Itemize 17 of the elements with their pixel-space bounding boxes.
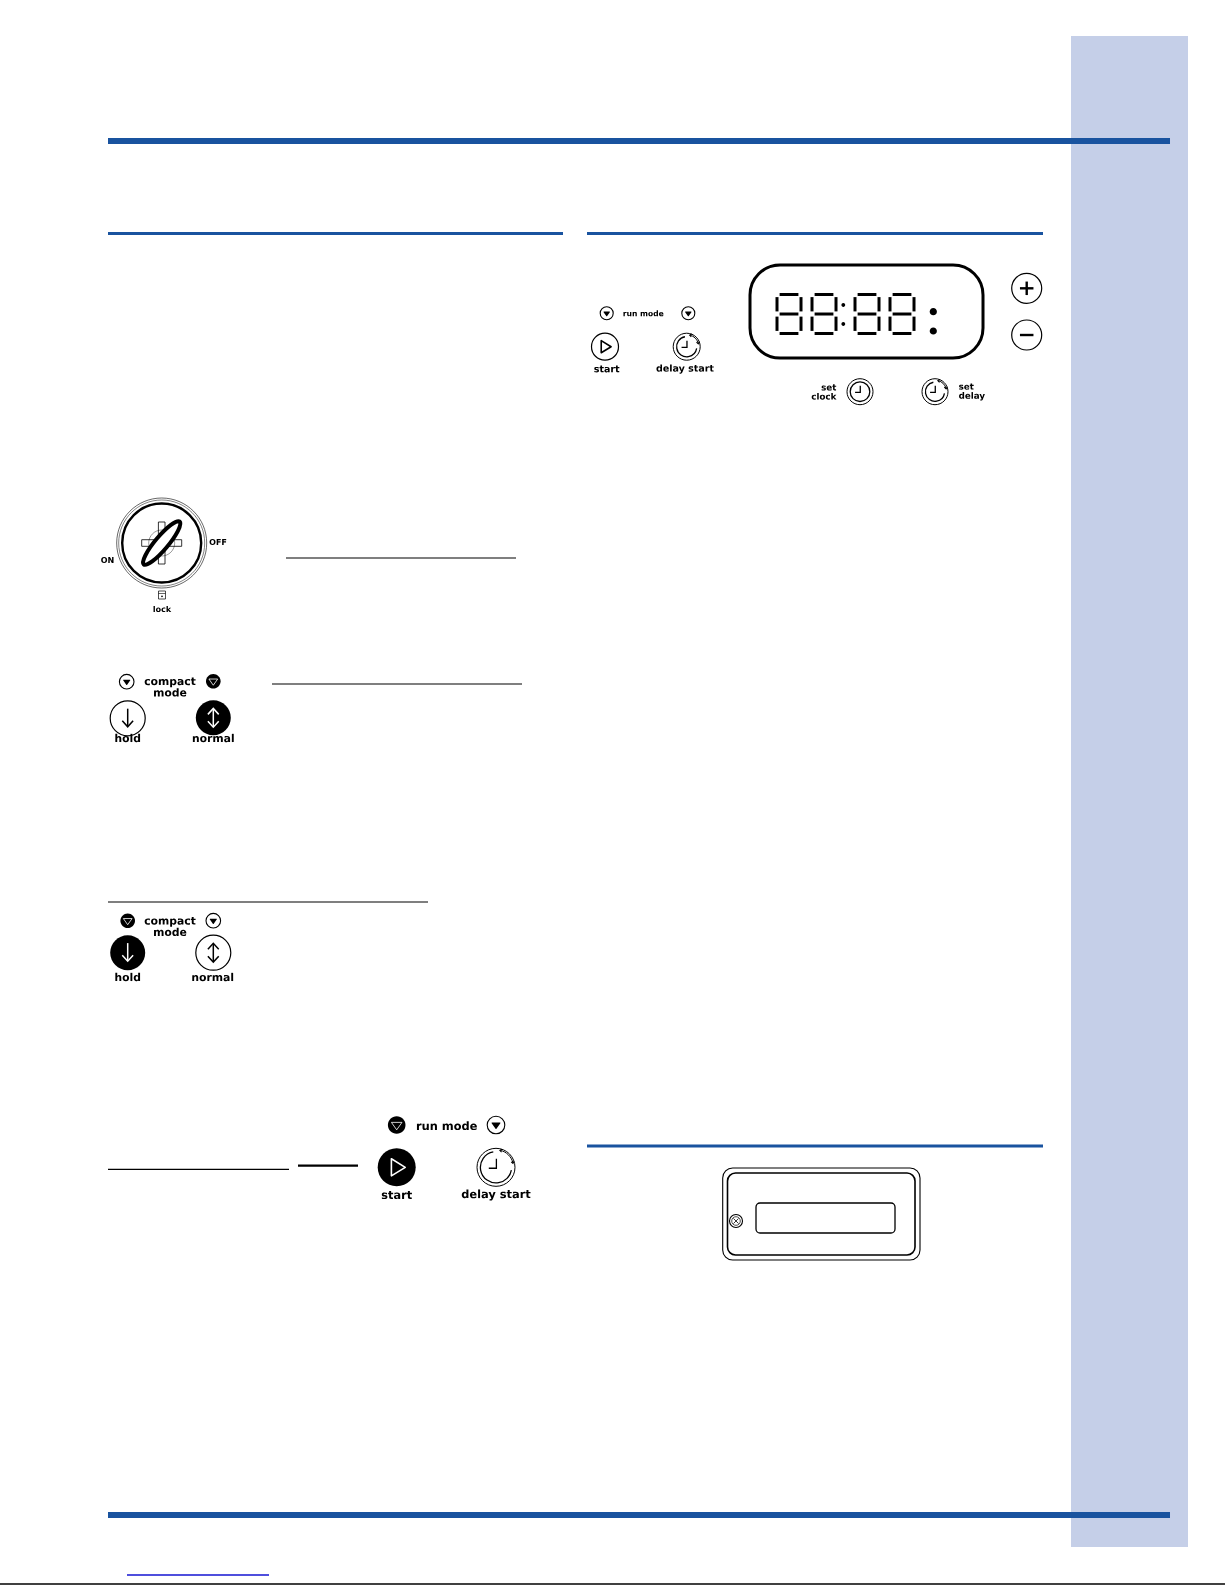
dial-label: OFF bbox=[209, 539, 227, 546]
mode-label: run mode bbox=[416, 1121, 477, 1131]
button-label: start bbox=[381, 1190, 412, 1200]
button-label: hold bbox=[115, 733, 141, 743]
button-label: normal bbox=[192, 972, 234, 982]
mode-label: compact mode bbox=[144, 677, 196, 697]
dial-label: ON bbox=[101, 557, 114, 564]
button-label: delay start bbox=[656, 364, 714, 374]
button-label: hold bbox=[115, 972, 141, 982]
button-label: delay start bbox=[461, 1189, 531, 1201]
dial-label: lock bbox=[153, 605, 172, 613]
button-label: set clock bbox=[811, 384, 837, 400]
button-label: normal bbox=[192, 733, 234, 743]
button-label: set delay bbox=[959, 383, 985, 401]
button-label: start bbox=[594, 365, 620, 373]
mode-label: compact mode bbox=[144, 917, 196, 937]
side-band bbox=[1071, 36, 1188, 1547]
